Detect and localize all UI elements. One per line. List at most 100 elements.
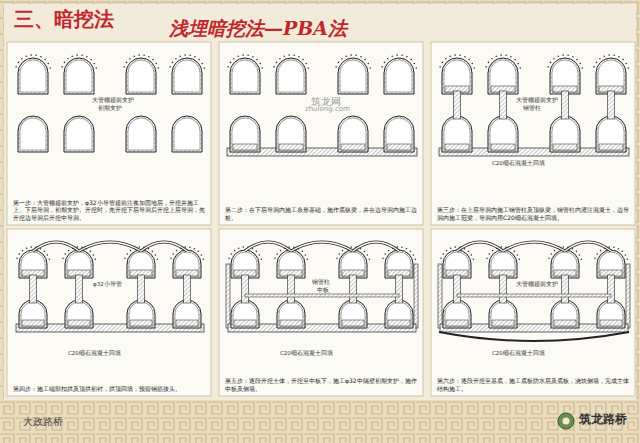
slide-title: 三、暗挖法 xyxy=(14,6,114,33)
drift-inner xyxy=(386,118,412,150)
pipe-roof-dot xyxy=(64,253,66,255)
drift-lining xyxy=(596,58,626,94)
panel-drawing xyxy=(7,42,211,225)
drift-lining xyxy=(385,300,413,328)
pipe-roof-dot xyxy=(396,54,398,56)
drift-inner xyxy=(599,252,623,276)
bottom-beam xyxy=(445,144,469,150)
pipe-roof-dot xyxy=(445,58,447,60)
part-label: 初期支护 xyxy=(97,105,123,111)
steel-column xyxy=(242,275,249,303)
bottom-beam xyxy=(22,320,44,326)
pipe-roof-dot xyxy=(201,254,203,256)
pipe-roof-dot xyxy=(401,54,403,56)
arch-lining xyxy=(457,242,503,251)
pipe-roof-dot xyxy=(172,253,174,255)
pipe-roof-dot xyxy=(446,250,448,252)
pipe-roof-dot xyxy=(228,257,230,259)
pipe-roof-dot xyxy=(416,67,418,69)
pipe-roof-dot xyxy=(567,54,569,56)
pipe-roof-dot xyxy=(259,63,261,65)
pipe-roof-dot xyxy=(596,62,598,64)
panel-drawing xyxy=(431,229,635,396)
pipe-roof-dot xyxy=(335,66,337,68)
arch-lining xyxy=(33,242,79,251)
pipe-roof-dot xyxy=(307,259,309,261)
pipe-roof-dot xyxy=(488,253,490,255)
drift-inner xyxy=(20,60,46,92)
pipe-roof-dot xyxy=(189,54,191,56)
pipe-roof-dot xyxy=(176,250,178,252)
step-panel: 第三步：在上层导洞内施工钢管柱及顶纵梁，钢管柱内灌注混凝土，边导洞内施工冠梁，导… xyxy=(431,42,635,225)
panel-ground xyxy=(7,229,211,396)
pipe-roof-dot xyxy=(628,67,630,69)
pipe-roof-dot xyxy=(203,259,205,261)
pipe-roof-dot xyxy=(464,56,466,58)
pipe-roof-dot xyxy=(367,254,369,256)
side-wall xyxy=(438,264,442,328)
drift-lining xyxy=(339,300,367,328)
steel-column xyxy=(184,275,191,303)
step-caption: 第四步：施工端部扣拱及顶拱初衬，拱顶回填，预留钢筋接头。 xyxy=(13,385,205,393)
brand-name: 大政路桥 xyxy=(22,416,64,427)
drift-lining xyxy=(231,300,259,328)
pipe-roof-dot xyxy=(471,254,473,256)
drift-lining xyxy=(597,250,625,278)
pipe-roof-dot xyxy=(384,253,386,255)
pipe-roof-dot xyxy=(388,250,390,252)
pipe-roof-dot xyxy=(61,66,63,68)
pipe-roof-dot xyxy=(442,253,444,255)
pipe-roof-dot xyxy=(35,54,37,56)
drift-inner xyxy=(490,118,516,150)
pipe-roof-dot xyxy=(194,248,196,250)
pipe-roof-dot xyxy=(276,253,278,255)
pipe-roof-dot xyxy=(184,54,186,56)
drift-lining xyxy=(127,300,155,328)
drift-inner xyxy=(341,302,365,326)
pipe-roof-dot xyxy=(305,254,307,256)
steel-column xyxy=(500,91,507,119)
pipe-roof-dot xyxy=(517,254,519,256)
drift-lining xyxy=(230,116,260,152)
drift-inner xyxy=(175,252,199,276)
pipe-roof-dot xyxy=(276,62,278,64)
pipe-roof-dot xyxy=(62,257,64,259)
pipe-roof-dot xyxy=(302,251,304,253)
border-pattern xyxy=(636,0,640,443)
drift-inner xyxy=(279,252,303,276)
step-panel: 第四步：施工端部扣拱及顶拱初衬，拱顶回填，预留钢筋接头。 xyxy=(7,229,211,396)
pipe-roof-dot xyxy=(256,59,258,61)
bottom-beam xyxy=(553,144,577,150)
drift-inner xyxy=(232,60,258,92)
pipe-roof-dot xyxy=(44,59,46,61)
pipe-roof-dot xyxy=(576,59,578,61)
pipe-roof-dot xyxy=(143,54,145,56)
drift-inner xyxy=(233,252,257,276)
slide-subtitle: 浅埋暗挖法—PBA法 xyxy=(168,18,348,39)
pipe-roof-dot xyxy=(442,62,444,64)
pipe-roof-dot xyxy=(230,62,232,64)
drift-inner xyxy=(21,302,45,326)
pipe-roof-dot xyxy=(387,58,389,60)
pipe-roof-dot xyxy=(454,246,456,248)
panel-ground xyxy=(219,42,423,225)
panel-drawing xyxy=(219,42,423,225)
drift-inner xyxy=(233,302,257,326)
pipe-roof-dot xyxy=(124,257,126,259)
pipe-roof-dot xyxy=(30,54,32,56)
drift-lining xyxy=(384,58,414,94)
pipe-roof-dot xyxy=(572,56,574,58)
pipe-roof-dot xyxy=(360,248,362,250)
drift-inner xyxy=(279,302,303,326)
pipe-roof-dot xyxy=(261,259,263,261)
pipe-roof-dot xyxy=(618,56,620,58)
drift-inner xyxy=(278,60,304,92)
drift-lining xyxy=(550,58,580,94)
pipe-roof-dot xyxy=(381,66,383,68)
pipe-roof-dot xyxy=(459,54,461,56)
pipe-roof-dot xyxy=(170,257,172,259)
drift-inner xyxy=(175,302,199,326)
drift-inner xyxy=(445,302,469,326)
steel-column xyxy=(454,275,461,303)
pipe-roof-dot xyxy=(582,67,584,69)
